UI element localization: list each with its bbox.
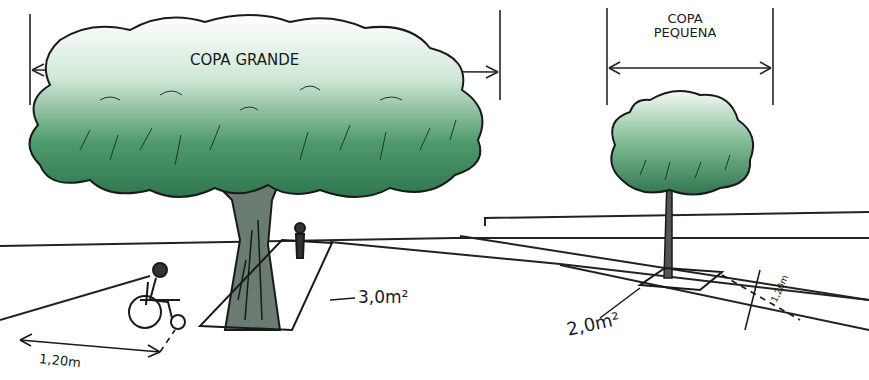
wheelchair-user — [129, 263, 185, 329]
dimension-sidewalk-right — [722, 270, 800, 330]
big-tree — [29, 15, 482, 330]
tree-pit-small — [640, 268, 722, 290]
area-label: 2,0m² — [565, 309, 621, 339]
ground-lines — [0, 212, 869, 330]
tree-pit-big — [200, 240, 332, 330]
dimension-small — [607, 8, 773, 105]
area-label: 3,0m² — [358, 288, 408, 307]
small-tree — [611, 91, 753, 278]
pedestrian — [295, 223, 305, 258]
canopy-label: COPA GRANDE — [190, 52, 299, 69]
dimension-label: 1,20m — [39, 352, 82, 371]
canopy-label: COPA PEQUENA — [640, 12, 730, 41]
leader-line — [330, 298, 355, 300]
dimension-label: 1,20m — [770, 274, 791, 304]
